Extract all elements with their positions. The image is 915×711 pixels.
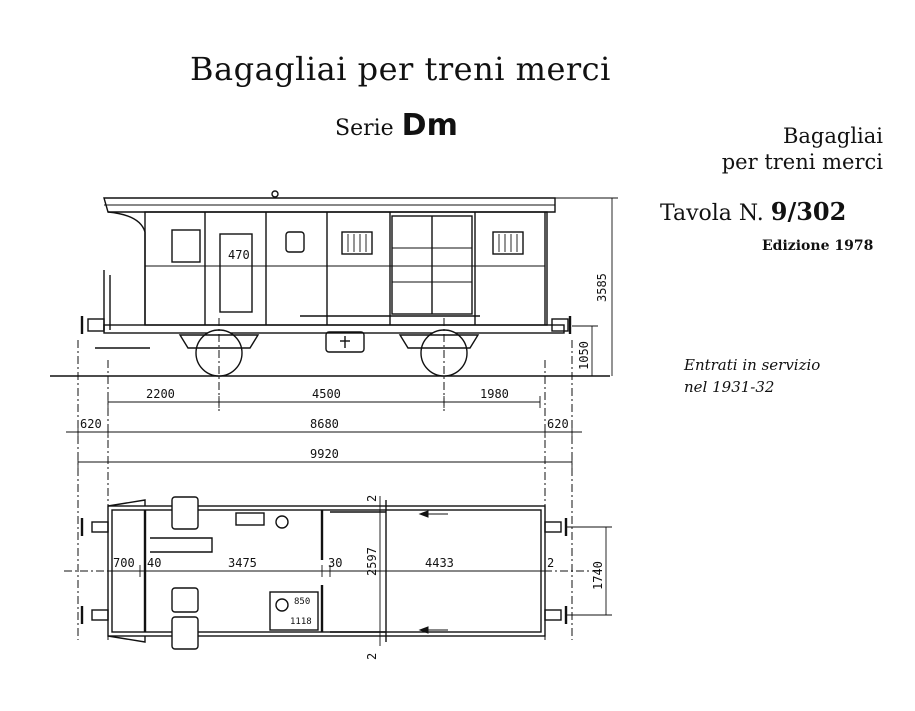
end-vestibule xyxy=(107,211,146,325)
slide-arrow-icon xyxy=(418,510,429,518)
dim-overall-length: 9920 xyxy=(310,447,339,461)
service-note-line2: nel 1931-32 xyxy=(684,378,775,396)
slide-arrow-icon xyxy=(418,626,429,634)
sliding-door xyxy=(300,215,480,317)
dim-wall-a: 40 xyxy=(147,556,161,570)
dim-end-left: 700 xyxy=(113,556,135,570)
side-title-line1: Bagagliai xyxy=(782,124,883,148)
grilled-window-2 xyxy=(492,231,524,255)
dim-overhang-left: 620 xyxy=(80,417,102,431)
plan-cabinet xyxy=(235,512,265,526)
serie-code: Dm xyxy=(401,108,458,143)
tavola-label: Tavola N. xyxy=(660,201,764,226)
spring-left xyxy=(178,334,260,349)
side-elevation: 470 xyxy=(50,190,610,412)
tavola-reference: Tavola N. 9/302 xyxy=(660,197,846,226)
dim-plan-width: 2597 xyxy=(365,547,379,576)
plan-seat xyxy=(171,587,199,613)
window-small xyxy=(285,231,305,253)
door-470 xyxy=(219,233,253,313)
roof xyxy=(103,197,556,213)
dim-compartment-a: 3475 xyxy=(228,556,257,570)
dim-wall-top: 2 xyxy=(365,495,379,502)
main-title: Bagagliai per treni merci xyxy=(190,50,611,88)
dim-small-a: 850 xyxy=(294,597,310,607)
dim-wall-bottom: 2 xyxy=(365,653,379,660)
battery-box xyxy=(325,331,365,353)
dim-wheelbase: 4500 xyxy=(312,387,341,401)
plan-stove-icon xyxy=(275,515,289,529)
buffer-right xyxy=(551,316,572,334)
length-dimensions: 2200 4500 1980 620 8680 620 9920 xyxy=(66,340,582,640)
grilled-window-1 xyxy=(341,231,373,255)
door-470-label: 470 xyxy=(228,248,250,262)
plan-seat xyxy=(171,496,199,530)
plan-seat xyxy=(171,616,199,650)
dim-small-b: 1118 xyxy=(290,617,312,627)
service-note-line1: Entrati in servizio xyxy=(684,356,821,374)
serie-label: Serie xyxy=(335,116,394,141)
toilet-icon xyxy=(275,598,289,612)
dim-wall-end: 2 xyxy=(547,556,554,570)
dim-wheel-right: 1980 xyxy=(480,387,509,401)
plan-dimensions: 700 40 3475 30 4433 2 2597 2 2 1740 xyxy=(107,495,612,660)
toilet-block xyxy=(269,591,319,631)
plan-buffers-left xyxy=(80,518,109,624)
dim-overhang-right: 620 xyxy=(547,417,569,431)
roof-vent-icon xyxy=(271,190,279,198)
side-title-line2: per treni merci xyxy=(721,150,883,174)
tavola-number: 9/302 xyxy=(770,197,847,226)
platform-corner xyxy=(107,499,146,507)
serie-heading: Serie Dm xyxy=(335,108,458,143)
dim-height-total: 3585 xyxy=(595,273,609,302)
dim-track: 1740 xyxy=(591,561,605,590)
dim-body-length: 8680 xyxy=(310,417,339,431)
dim-compartment-b: 4433 xyxy=(425,556,454,570)
dim-wall-b: 30 xyxy=(328,556,342,570)
plan-view: 850 1118 xyxy=(64,496,600,650)
platform-corner xyxy=(107,635,146,643)
buffer-left xyxy=(80,316,105,334)
window-left xyxy=(171,229,201,263)
dim-height-buffer: 1050 xyxy=(577,341,591,370)
edizione-label: Edizione 1978 xyxy=(762,238,874,254)
plan-table xyxy=(150,537,213,553)
dim-wheel-left: 2200 xyxy=(146,387,175,401)
height-dimensions: 3585 1050 xyxy=(555,197,618,376)
spring-right xyxy=(398,334,480,349)
